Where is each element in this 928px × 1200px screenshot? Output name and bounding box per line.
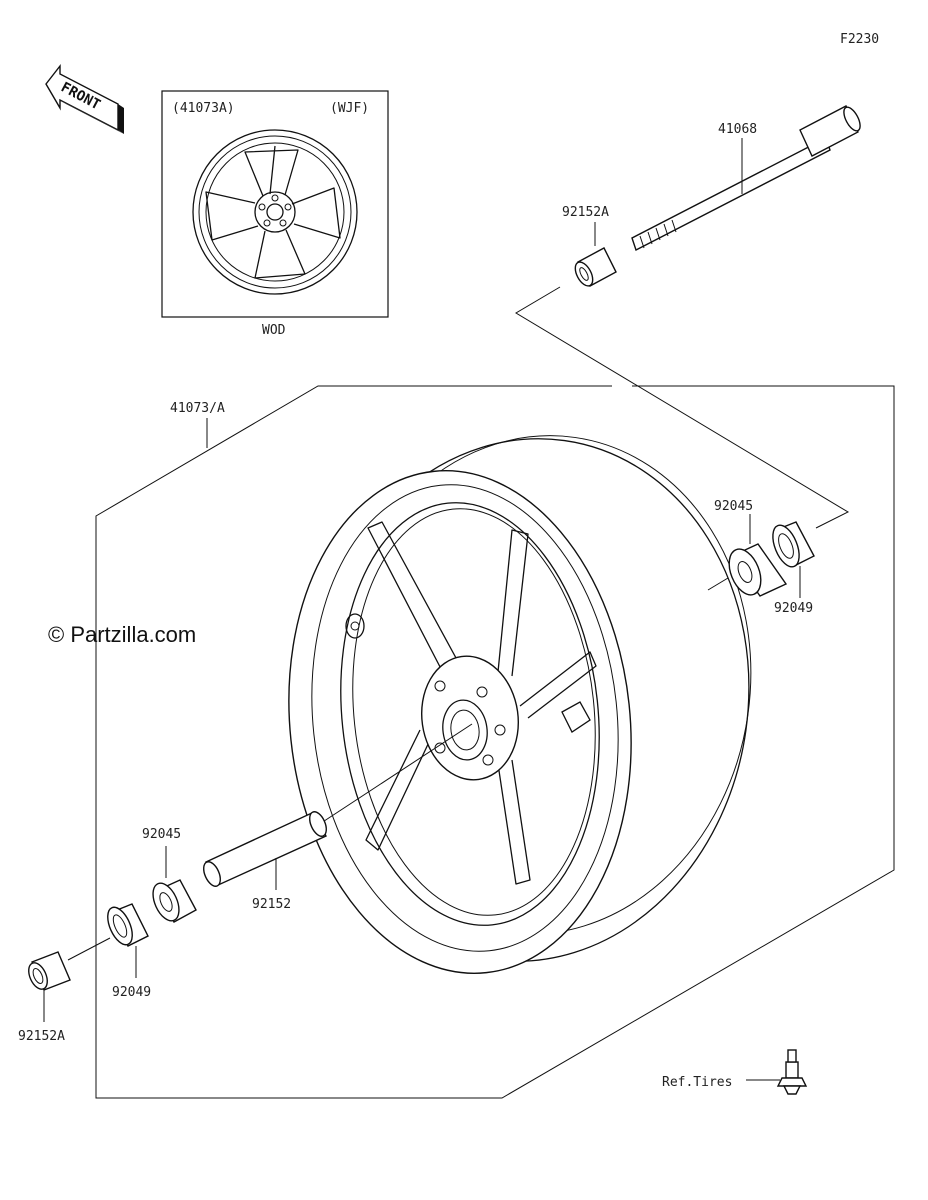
label-wheel: 41073/A xyxy=(170,401,225,416)
inset-caption: WOD xyxy=(262,323,286,338)
seal-left-icon xyxy=(107,903,149,947)
seal-right-icon xyxy=(772,521,815,568)
front-arrow-icon: FRONT xyxy=(45,63,124,134)
label-collar-left: 92152A xyxy=(18,1029,65,1044)
label-bearing-right: 92045 xyxy=(714,499,753,514)
label-seal-right: 92049 xyxy=(774,601,813,616)
watermark: © Partzilla.com xyxy=(48,622,196,647)
assembly-frame xyxy=(95,385,895,1099)
valve-stem-icon xyxy=(776,1049,808,1095)
label-bearing-left: 92045 xyxy=(142,827,181,842)
label-collar-top: 92152A xyxy=(562,205,609,220)
bearing-left-icon xyxy=(152,879,197,923)
axle-icon xyxy=(631,105,861,251)
bearing-right-icon xyxy=(728,543,788,597)
label-ref-tires: Ref.Tires xyxy=(662,1075,732,1090)
label-spacer: 92152 xyxy=(252,897,291,912)
collar-left-icon xyxy=(28,951,71,991)
inset-panel: (41073A) (WJF) WOD xyxy=(161,90,389,338)
collar-top-icon xyxy=(574,247,617,287)
diagram-code: F2230 xyxy=(840,32,879,47)
label-axle: 41068 xyxy=(718,122,757,137)
spacer-icon xyxy=(203,811,327,887)
wheel-icon xyxy=(288,435,752,974)
inset-part-code: (41073A) xyxy=(172,101,235,116)
inset-variant: (WJF) xyxy=(330,101,369,116)
label-seal-left: 92049 xyxy=(112,985,151,1000)
inset-wheel-icon xyxy=(192,129,358,295)
